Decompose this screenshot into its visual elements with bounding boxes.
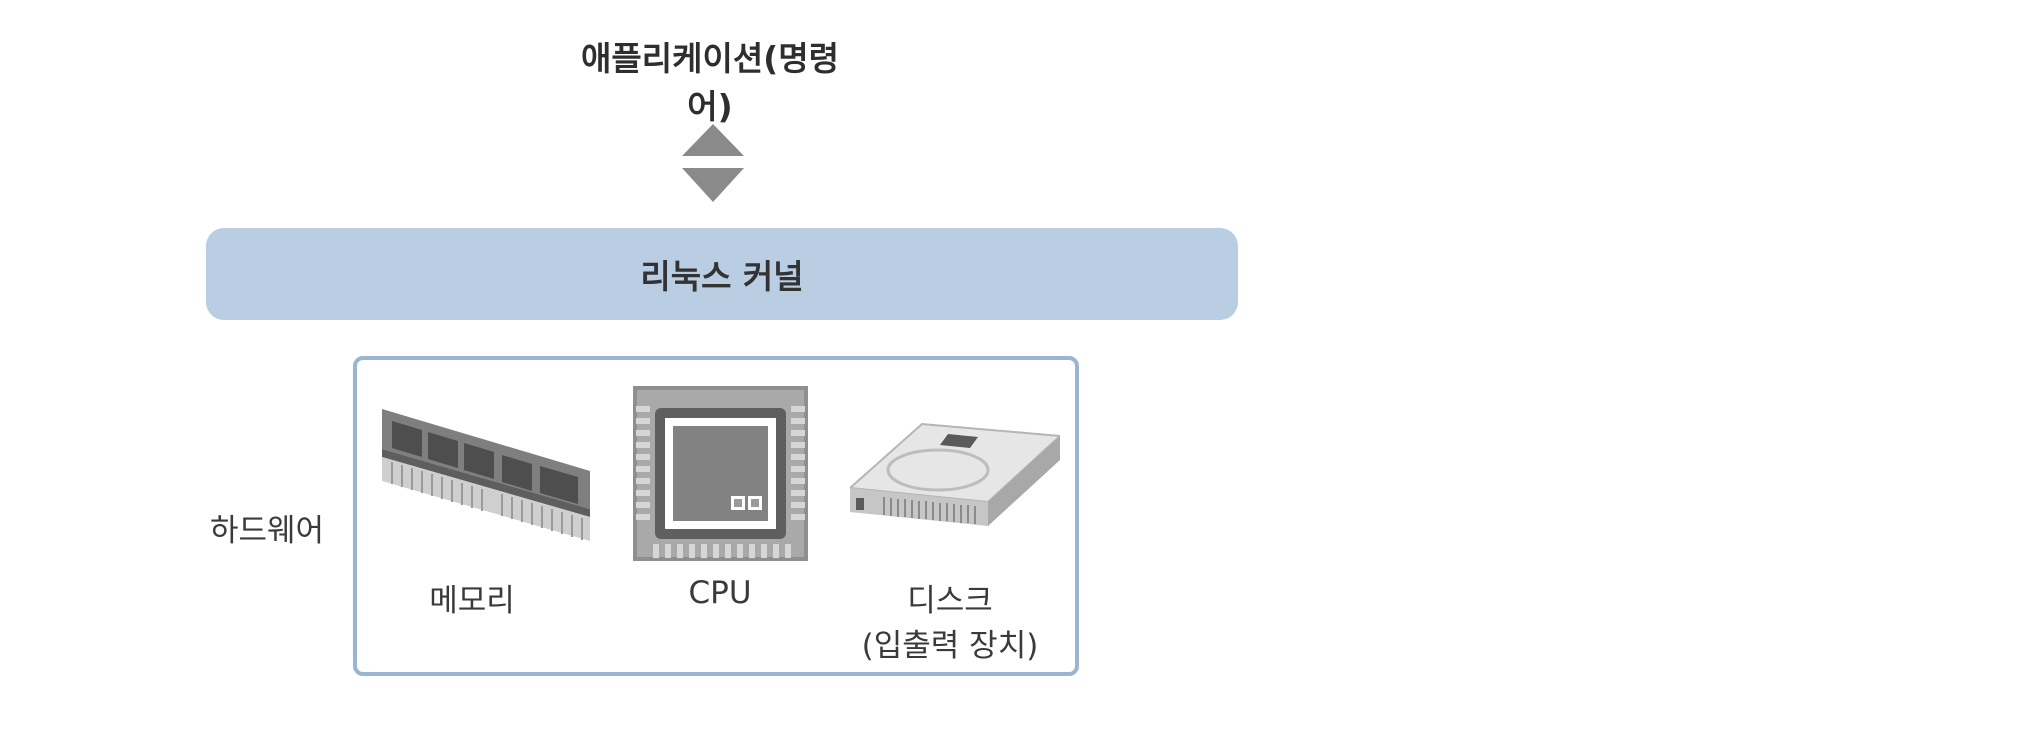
kernel-layer: 리눅스 커널: [206, 228, 1238, 320]
disk-drive-icon: [850, 422, 1060, 526]
cpu-label: CPU: [688, 575, 752, 611]
kernel-label: 리눅스 커널: [640, 257, 804, 296]
bidirectional-arrow-icon: [682, 124, 744, 202]
disk-sublabel: (입출력 장치): [861, 628, 1039, 664]
hardware-label: 하드웨어: [210, 513, 325, 549]
disk-label: 디스크: [907, 583, 993, 619]
memory-module-icon: [382, 409, 590, 541]
application-label: 애플리케이션(명령어): [581, 39, 839, 126]
cpu-chip-icon: [633, 386, 808, 561]
memory-label: 메모리: [429, 583, 515, 619]
hardware-group: [353, 356, 1079, 676]
